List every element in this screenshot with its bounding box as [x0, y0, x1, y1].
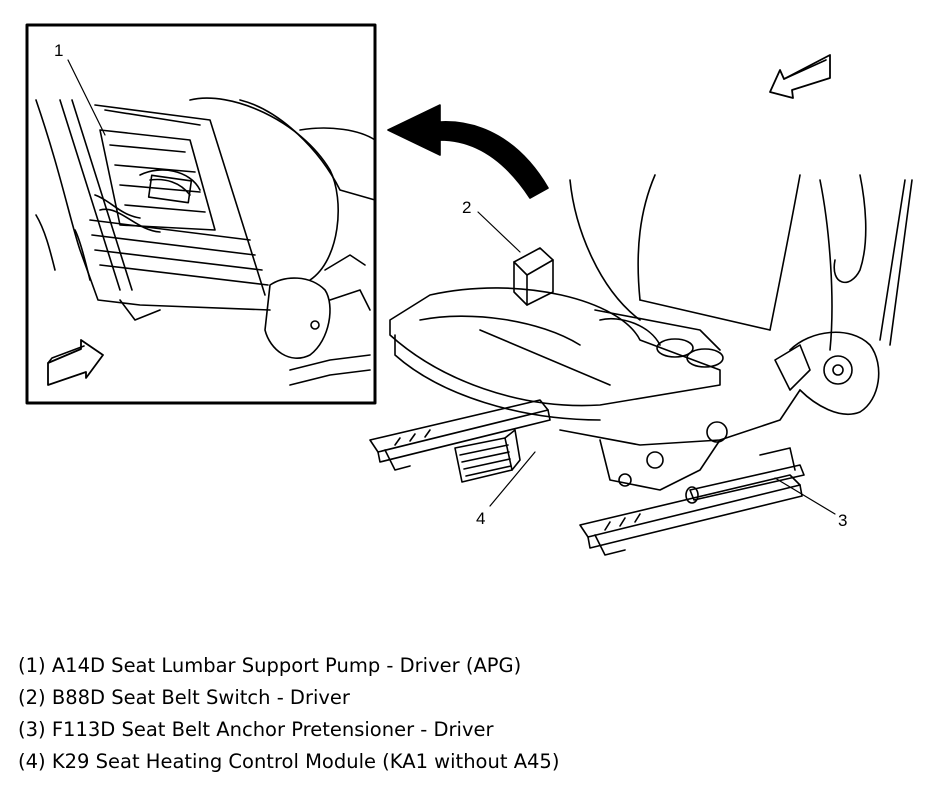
legend-item-3: (3) F113D Seat Belt Anchor Pretensioner … [18, 718, 494, 741]
callout-label-3: 3 [838, 511, 848, 530]
inset-detail-view [25, 23, 377, 405]
forward-direction-arrow-icon [47, 339, 104, 386]
legend-item-4: (4) K29 Seat Heating Control Module (KA1… [18, 750, 560, 773]
inset-frame [25, 23, 377, 405]
callout-label-4: 4 [476, 509, 486, 528]
callout-3-leader [774, 477, 836, 515]
seat-heating-control-module-component [454, 429, 521, 483]
legend-item-1: (1) A14D Seat Lumbar Support Pump - Driv… [18, 654, 522, 677]
callout-2-leader [477, 211, 521, 253]
rotate-view-arrow-icon [387, 104, 549, 199]
main-seat-drawing [369, 174, 913, 556]
legend-item-2: (2) B88D Seat Belt Switch - Driver [18, 686, 350, 709]
inset-seat-back-drawing [35, 59, 376, 386]
seat-belt-switch-component [513, 247, 554, 306]
component-legend: (1) A14D Seat Lumbar Support Pump - Driv… [18, 650, 559, 778]
callout-label-1: 1 [54, 41, 64, 60]
callout-4-leader [489, 451, 536, 507]
callout-1-leader [67, 59, 106, 136]
seat-diagram-illustration [25, 23, 913, 556]
seat-belt-anchor-pretensioner-component [685, 447, 805, 504]
seat-track-rails [369, 399, 803, 556]
callout-label-2: 2 [462, 198, 472, 217]
forward-direction-arrow-icon [769, 54, 831, 99]
